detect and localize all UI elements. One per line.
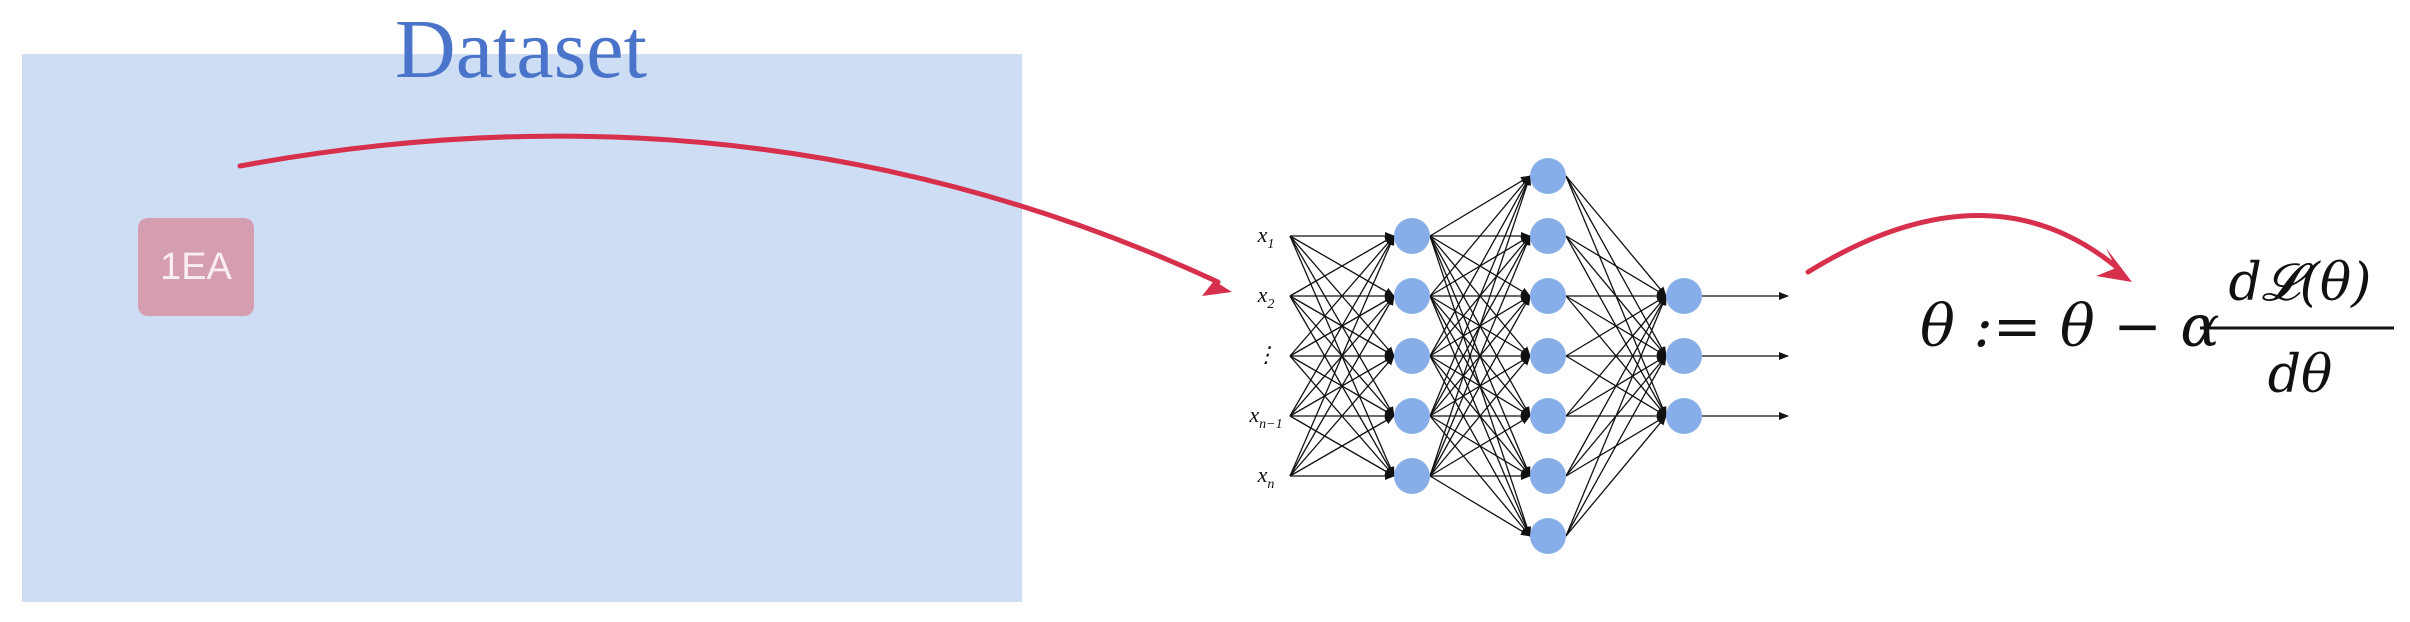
curved-arrow-to-network-head <box>1194 268 1232 296</box>
update-rule-numerator: d𝓛(θ) <box>2229 253 2372 313</box>
input-ellipsis: ⋮ <box>1255 342 1277 367</box>
input-label: x1 <box>1257 222 1275 252</box>
input-edge <box>1289 295 1395 477</box>
network-edge <box>1429 175 1531 417</box>
input-edge <box>1289 355 1395 477</box>
network-edge <box>1429 175 1531 477</box>
network-node <box>1666 398 1702 434</box>
sample-tile-label: 1EA <box>160 245 232 288</box>
update-rule-lhs: θ := θ − α <box>1920 292 2220 360</box>
input-edge <box>1289 235 1395 357</box>
network-node <box>1666 278 1702 314</box>
network-node <box>1530 218 1566 254</box>
network-nodes <box>1394 158 1702 554</box>
input-edge <box>1289 235 1395 477</box>
network-edge <box>1429 355 1531 477</box>
network-node <box>1394 218 1430 254</box>
input-edge <box>1289 235 1395 297</box>
network-edges <box>1289 175 1789 537</box>
input-label: xn <box>1257 462 1275 492</box>
network-edge <box>1565 355 1667 537</box>
network-edge <box>1565 415 1667 537</box>
network-node <box>1394 458 1430 494</box>
network-edge <box>1565 295 1667 537</box>
network-node <box>1530 158 1566 194</box>
curved-arrow-to-update-rule-head <box>2096 248 2132 282</box>
network-input-labels: x1 x2 ⋮ xn−1 xn <box>1248 222 1282 492</box>
network-edge <box>1565 295 1667 477</box>
dataset-title: Dataset <box>395 3 647 96</box>
network-edge <box>1429 475 1531 537</box>
network-edge <box>1429 415 1531 477</box>
network-edge <box>1429 295 1531 477</box>
network-edge <box>1429 235 1531 477</box>
network-edge <box>1429 175 1531 297</box>
input-edge <box>1289 415 1395 477</box>
network-edge <box>1429 175 1531 357</box>
network-node <box>1394 398 1430 434</box>
input-edge <box>1289 235 1395 417</box>
update-rule-denominator: dθ <box>2268 345 2333 405</box>
network-node <box>1394 338 1430 374</box>
sample-tile: 1EA <box>138 218 254 316</box>
network-edge <box>1429 175 1531 237</box>
network-edge <box>1565 295 1667 417</box>
network-edge <box>1565 295 1667 357</box>
input-label: x2 <box>1257 282 1275 312</box>
network-node <box>1530 278 1566 314</box>
network-node <box>1530 398 1566 434</box>
dataset-panel: 1EA <box>22 54 1022 602</box>
curved-arrow-to-network <box>237 133 1221 285</box>
network-node <box>1394 278 1430 314</box>
curved-arrow-to-update-rule <box>1805 213 2123 275</box>
network-node <box>1530 518 1566 554</box>
update-rule: θ := θ − α d𝓛(θ) dθ <box>1920 253 2394 405</box>
network-node <box>1530 338 1566 374</box>
network-node <box>1530 458 1566 494</box>
network-node <box>1666 338 1702 374</box>
neural-network-diagram: x1 x2 ⋮ xn−1 xn <box>1248 158 1789 554</box>
network-edge <box>1565 235 1667 297</box>
input-label: xn−1 <box>1248 402 1282 432</box>
network-edge <box>1565 175 1667 297</box>
